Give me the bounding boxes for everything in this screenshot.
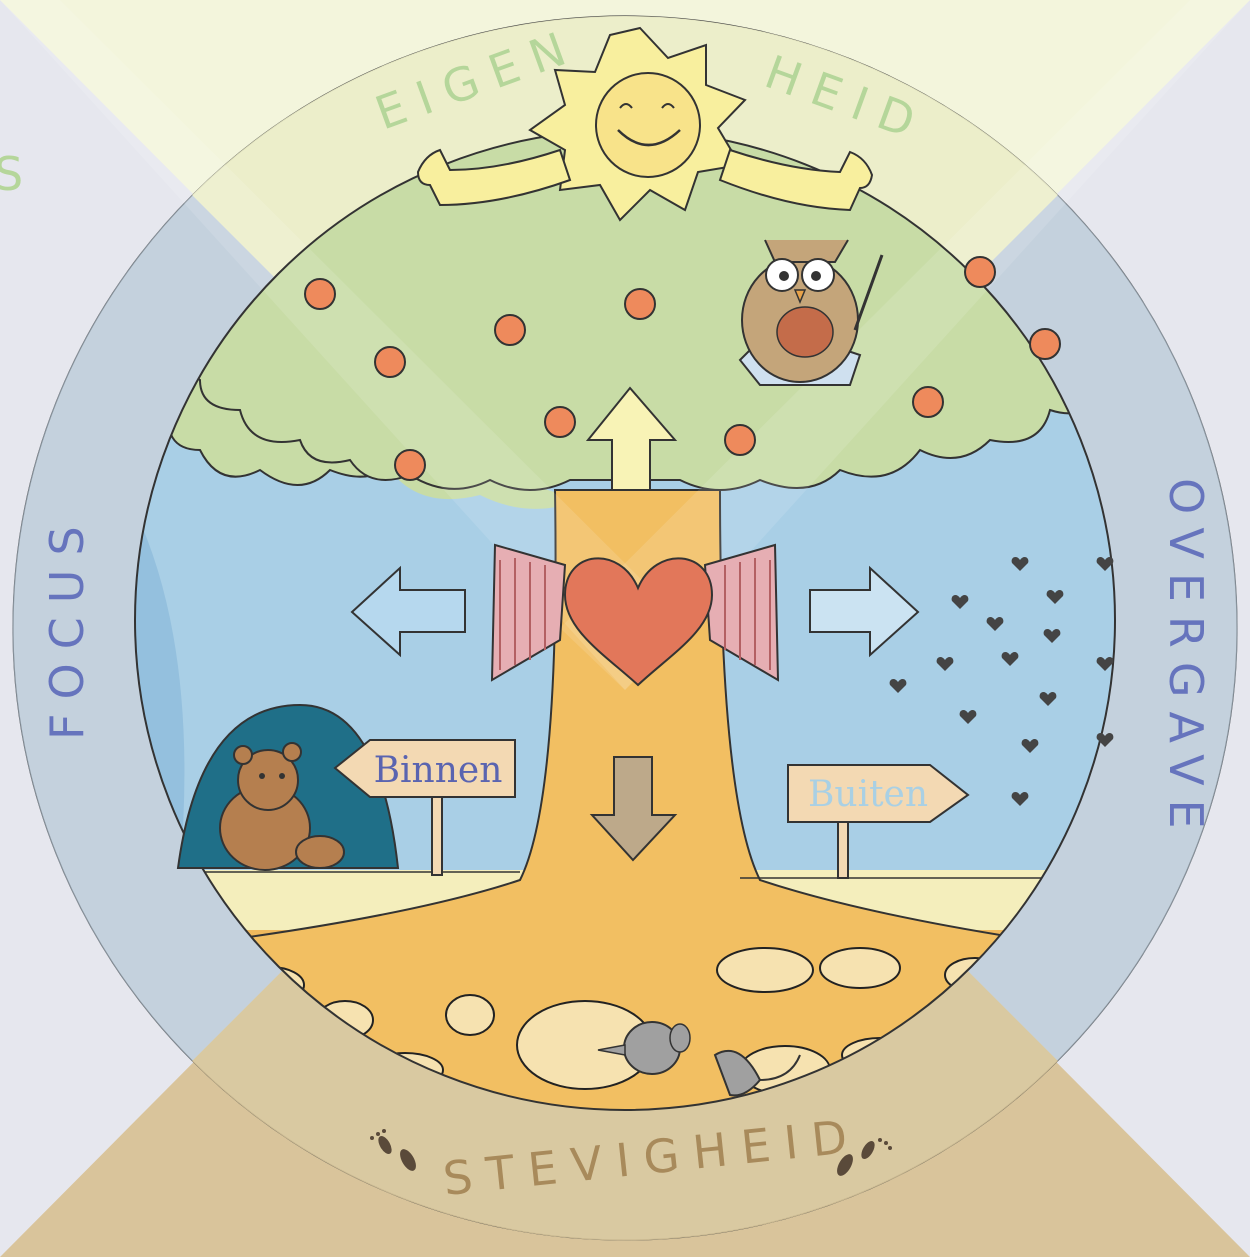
edge-fragment-label: S (0, 147, 23, 201)
ring-label-right: OVERGAVE (1159, 478, 1213, 843)
ring-label-left: FOCUS (40, 512, 94, 740)
sign-buiten-label: Buiten (808, 774, 928, 815)
sign-binnen-label: Binnen (374, 750, 503, 791)
